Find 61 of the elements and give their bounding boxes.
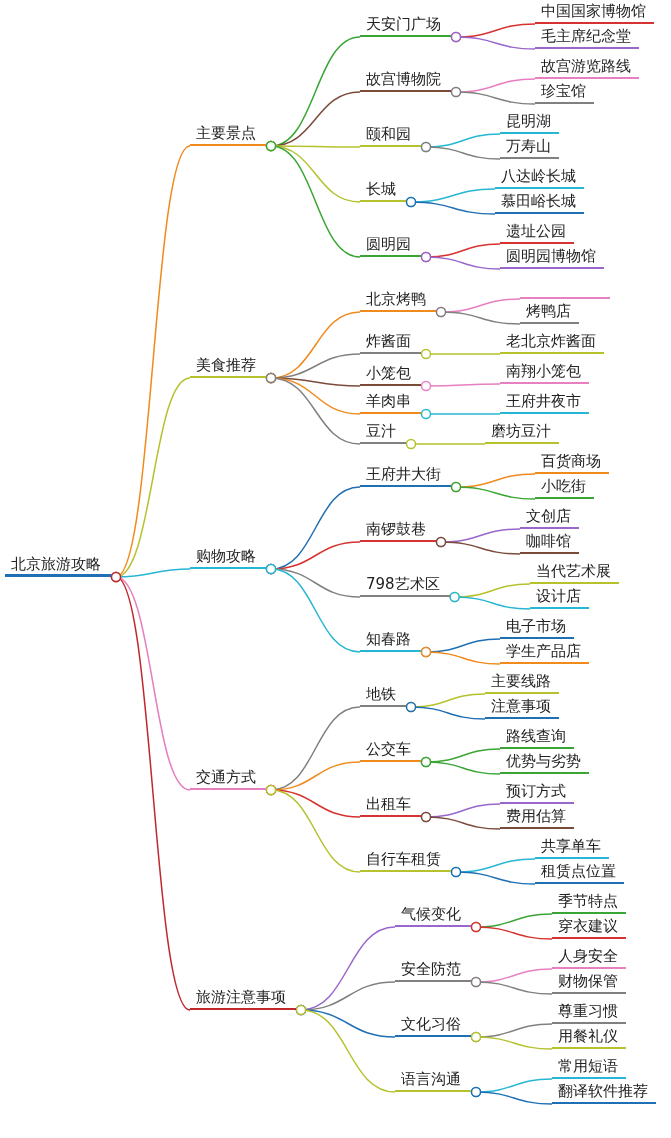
topic-node: 小笼包 [360,362,421,391]
connector-line [420,646,501,665]
connector-line [265,140,361,258]
topic-node: 颐和园 [360,123,421,152]
connector-line [450,481,536,500]
connector-line [450,86,536,105]
connector-line [405,438,486,450]
connector-line [435,306,521,325]
connector-line [449,591,531,610]
topic-node: 天安门广场 [360,13,451,42]
connector-line [110,571,191,1011]
topic-node: 王府井夜市 [500,390,589,419]
topic-node: 长城 [360,178,406,207]
connector-line [420,756,501,775]
topic-node: 气候变化 [395,903,471,932]
connector-line [420,251,501,270]
topic-node: 语言沟通 [395,1068,471,1097]
topic-node: 南翔小笼包 [500,360,589,389]
connector-line [470,1086,553,1105]
topic-node: 购物攻略 [190,545,266,574]
topic-node: 磨坊豆汁 [485,420,559,449]
topic-node: 798艺术区 [360,573,450,602]
topic-node: 知春路 [360,628,421,657]
topic-node: 故宫博物院 [360,68,451,97]
connector-line [420,141,501,160]
topic-node: 交通方式 [190,766,266,795]
topic-node: 文化习俗 [395,1013,471,1042]
topic-node: 出租车 [360,793,421,822]
connector-line [420,348,501,360]
topic-node: 豆汁 [360,420,406,449]
connector-line [295,1004,396,1093]
topic-node: 南锣鼓巷 [360,518,436,547]
topic-node: 美食推荐 [190,354,266,383]
connector-line [265,372,361,445]
connector-line [420,811,501,830]
topic-node: 主要景点 [190,122,266,151]
connector-line [435,536,521,555]
topic-node: 地铁 [360,683,406,712]
topic-node: 北京烤鸭 [360,288,436,317]
connector-line [265,784,361,873]
connector-line [420,380,501,392]
topic-node: 烤鸭店 [520,300,579,329]
connector-line [470,1031,553,1050]
topic-node: 安全防范 [395,958,471,987]
topic-node: 自行车租赁 [360,848,451,877]
connector-line [265,563,361,653]
topic-node: 旅游注意事项 [190,986,296,1015]
connector-line [470,921,553,940]
topic-node: 圆明园 [360,233,421,262]
connector-line [450,31,536,50]
connector-line [405,701,486,720]
connector-line [420,408,501,420]
topic-node: 王府井大街 [360,463,451,492]
topic-node: 羊肉串 [360,390,421,419]
topic-node: 公交车 [360,738,421,767]
connector-line [405,196,496,215]
topic-node: 老北京炸酱面 [500,330,604,359]
connector-line [450,866,536,885]
topic-node: 炸酱面 [360,330,421,359]
topic-node: 北京旅游攻略 [5,553,111,582]
connector-line [470,976,553,995]
